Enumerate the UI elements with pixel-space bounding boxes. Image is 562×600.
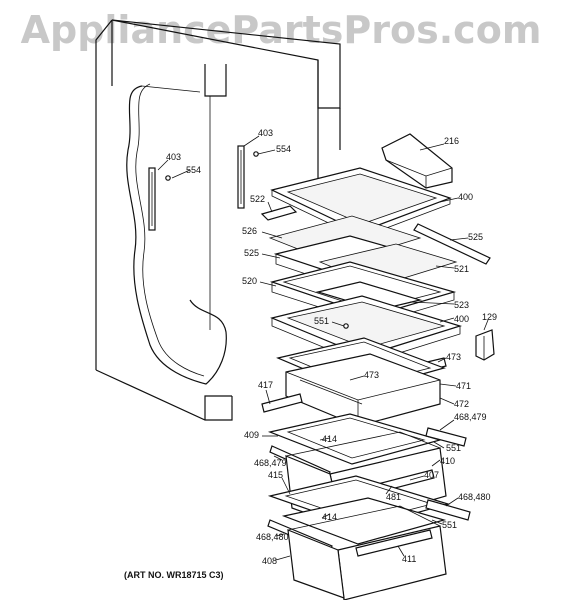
callout-417: 417 [258, 380, 273, 390]
callout-473-center: 473 [364, 370, 379, 380]
part-551-rail-upper [425, 427, 467, 447]
part-468-480-rail-right [425, 499, 471, 521]
callout-414-upper: 414 [322, 434, 337, 444]
part-414-cover-lower [281, 497, 447, 545]
part-129-bracket [475, 329, 495, 361]
callout-129: 129 [482, 312, 497, 322]
callout-403-left: 403 [166, 152, 181, 162]
callout-400-top: 400 [458, 192, 473, 202]
callout-472: 472 [454, 399, 469, 409]
callout-415: 415 [268, 470, 283, 480]
shelf-ladder-right [237, 145, 259, 209]
callout-525-left: 525 [244, 248, 259, 258]
callout-labels: 216 403 554 403 554 400 522 526 525 525 … [166, 128, 497, 566]
callout-481: 481 [386, 492, 401, 502]
callout-468-480-right: 468,480 [458, 492, 491, 502]
callout-551-upper: 551 [314, 316, 329, 326]
callout-410: 410 [440, 456, 455, 466]
callout-551-middle: 551 [446, 443, 461, 453]
callout-411: 411 [402, 554, 416, 564]
callout-409: 409 [244, 430, 259, 440]
callout-523: 523 [454, 300, 469, 310]
callout-554-left: 554 [186, 165, 201, 175]
part-216-shelf-bin [381, 133, 453, 189]
part-525-rail-right [413, 223, 491, 265]
callout-403-right: 403 [258, 128, 273, 138]
callout-471: 471 [456, 381, 471, 391]
callout-400-lower: 400 [454, 314, 469, 324]
callout-522: 522 [250, 194, 265, 204]
callout-526: 526 [242, 226, 257, 236]
shelf-ladder-left [148, 167, 171, 231]
callout-414-lower: 414 [322, 512, 337, 522]
callout-468-479-right: 468,479 [454, 412, 487, 422]
callout-551-lower: 551 [442, 520, 457, 530]
callout-407: 407 [424, 470, 439, 480]
callout-468-479-left: 468,479 [254, 458, 287, 468]
leader-lines [157, 135, 489, 561]
callout-408: 408 [262, 556, 277, 566]
watermark-logo: AppliancePartsPros.com [20, 8, 542, 52]
part-472-crisper-pan [285, 353, 441, 427]
part-408-411-drawer-lower [287, 505, 447, 600]
part-400-glass-shelf-top [260, 167, 452, 239]
callout-473-right: 473 [446, 352, 461, 362]
callout-525-right: 525 [468, 232, 483, 242]
callout-521: 521 [454, 264, 469, 274]
callout-468-480-left: 468,480 [256, 532, 289, 542]
callout-520: 520 [242, 276, 257, 286]
art-number-label: (ART NO. WR18715 C3) [124, 570, 224, 580]
cabinet-outline [95, 19, 341, 421]
part-417-slide [261, 393, 303, 413]
callout-554-right: 554 [276, 144, 291, 154]
callout-216: 216 [444, 136, 459, 146]
